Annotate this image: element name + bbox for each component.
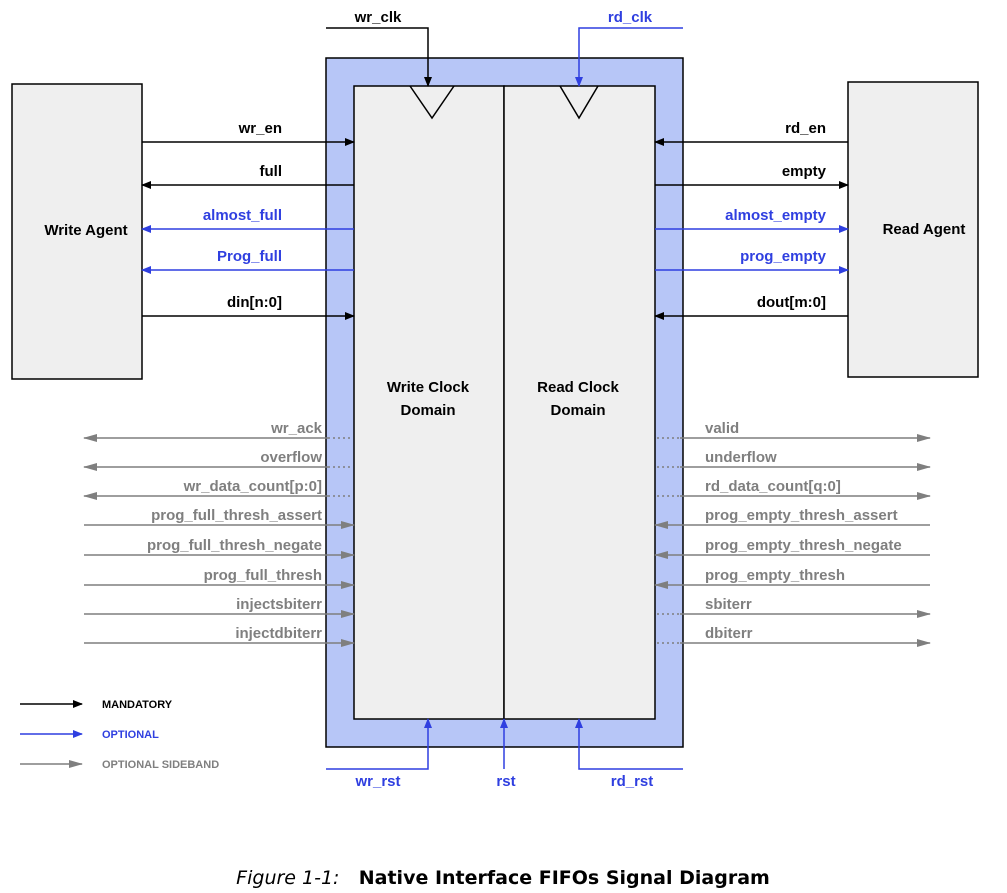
sideband-label-valid: valid — [705, 420, 739, 437]
write-agent-label: Write Agent — [44, 222, 127, 239]
wr-rst-wire — [326, 718, 432, 770]
read-sideband-signals: valid underflow rd_data_count[q:0] prog_emp… — [654, 420, 931, 647]
figure-caption: Figure 1-1: Native Interface FIFOs Signa… — [236, 867, 770, 889]
signal-label-dout-m-0: dout[m:0] — [757, 294, 826, 311]
read-domain-line2: Domain — [550, 402, 605, 419]
sideband-label-injectdbiterr: injectdbiterr — [235, 625, 322, 642]
rd-clk-triangle — [559, 85, 599, 120]
wr-clk-wire — [326, 27, 432, 87]
sideband-label-prog-empty-thresh-assert: prog_empty_thresh_assert — [705, 507, 898, 524]
rst-label: rst — [496, 773, 515, 790]
write-clock-domain-box — [353, 85, 505, 720]
sideband-label-prog-full-thresh-assert: prog_full_thresh_assert — [151, 507, 322, 524]
rd-rst-label: rd_rst — [611, 773, 654, 790]
sideband-label-overflow: overflow — [260, 449, 322, 466]
signal-label-din-n-0: din[n:0] — [227, 294, 282, 311]
rd-clk-wire — [575, 27, 683, 87]
write-domain-line2: Domain — [400, 402, 455, 419]
sideband-label-underflow: underflow — [705, 449, 777, 466]
write-sideband-signals: wr_ack overflow wr_data_count[p:0] prog_ful… — [83, 420, 355, 647]
sideband-label-prog-empty-thresh-negate: prog_empty_thresh_negate — [705, 537, 902, 554]
write-domain-line1: Write Clock — [387, 379, 470, 396]
sideband-label-rd-data-count-q-0: rd_data_count[q:0] — [705, 478, 841, 495]
sideband-label-prog-empty-thresh: prog_empty_thresh — [705, 567, 845, 584]
rd-clk-label: rd_clk — [608, 9, 653, 26]
read-agent-label: Read Agent — [883, 221, 966, 238]
sideband-label-injectsbiterr: injectsbiterr — [236, 596, 322, 613]
signal-label-almost-full: almost_full — [203, 207, 282, 224]
legend-label-optional: OPTIONAL — [102, 729, 159, 741]
signal-label-rd-en: rd_en — [785, 120, 826, 137]
signal-label-prog-empty: prog_empty — [740, 248, 827, 265]
sideband-label-dbiterr: dbiterr — [705, 625, 753, 642]
signal-label-almost-empty: almost_empty — [725, 207, 827, 224]
read-domain-line1: Read Clock — [537, 379, 619, 396]
signal-label-prog-full: Prog_full — [217, 248, 282, 265]
figure-title: Native Interface FIFOs Signal Diagram — [359, 867, 770, 889]
wr-clk-label: wr_clk — [354, 9, 402, 26]
legend-label-optional-sideband: OPTIONAL SIDEBAND — [102, 759, 219, 771]
wr-clk-triangle — [409, 85, 455, 120]
legend-label-mandatory: MANDATORY — [102, 699, 173, 711]
sideband-label-sbiterr: sbiterr — [705, 596, 752, 613]
sideband-label-prog-full-thresh: prog_full_thresh — [204, 567, 322, 584]
write-agent-box — [11, 83, 143, 380]
legend: MANDATORY OPTIONAL OPTIONAL SIDEBAND — [20, 699, 219, 771]
sideband-label-prog-full-thresh-negate: prog_full_thresh_negate — [147, 537, 322, 554]
sideband-label-wr-data-count-p-0: wr_data_count[p:0] — [183, 478, 322, 495]
wr-rst-label: wr_rst — [354, 773, 400, 790]
signal-label-empty: empty — [782, 163, 827, 180]
signal-label-full: full — [260, 163, 283, 180]
sideband-label-wr-ack: wr_ack — [270, 420, 323, 437]
figure-number: Figure 1-1: — [236, 867, 339, 889]
signal-label-wr-en: wr_en — [238, 120, 282, 137]
rd-rst-wire — [575, 718, 683, 770]
read-agent-box — [847, 81, 979, 378]
